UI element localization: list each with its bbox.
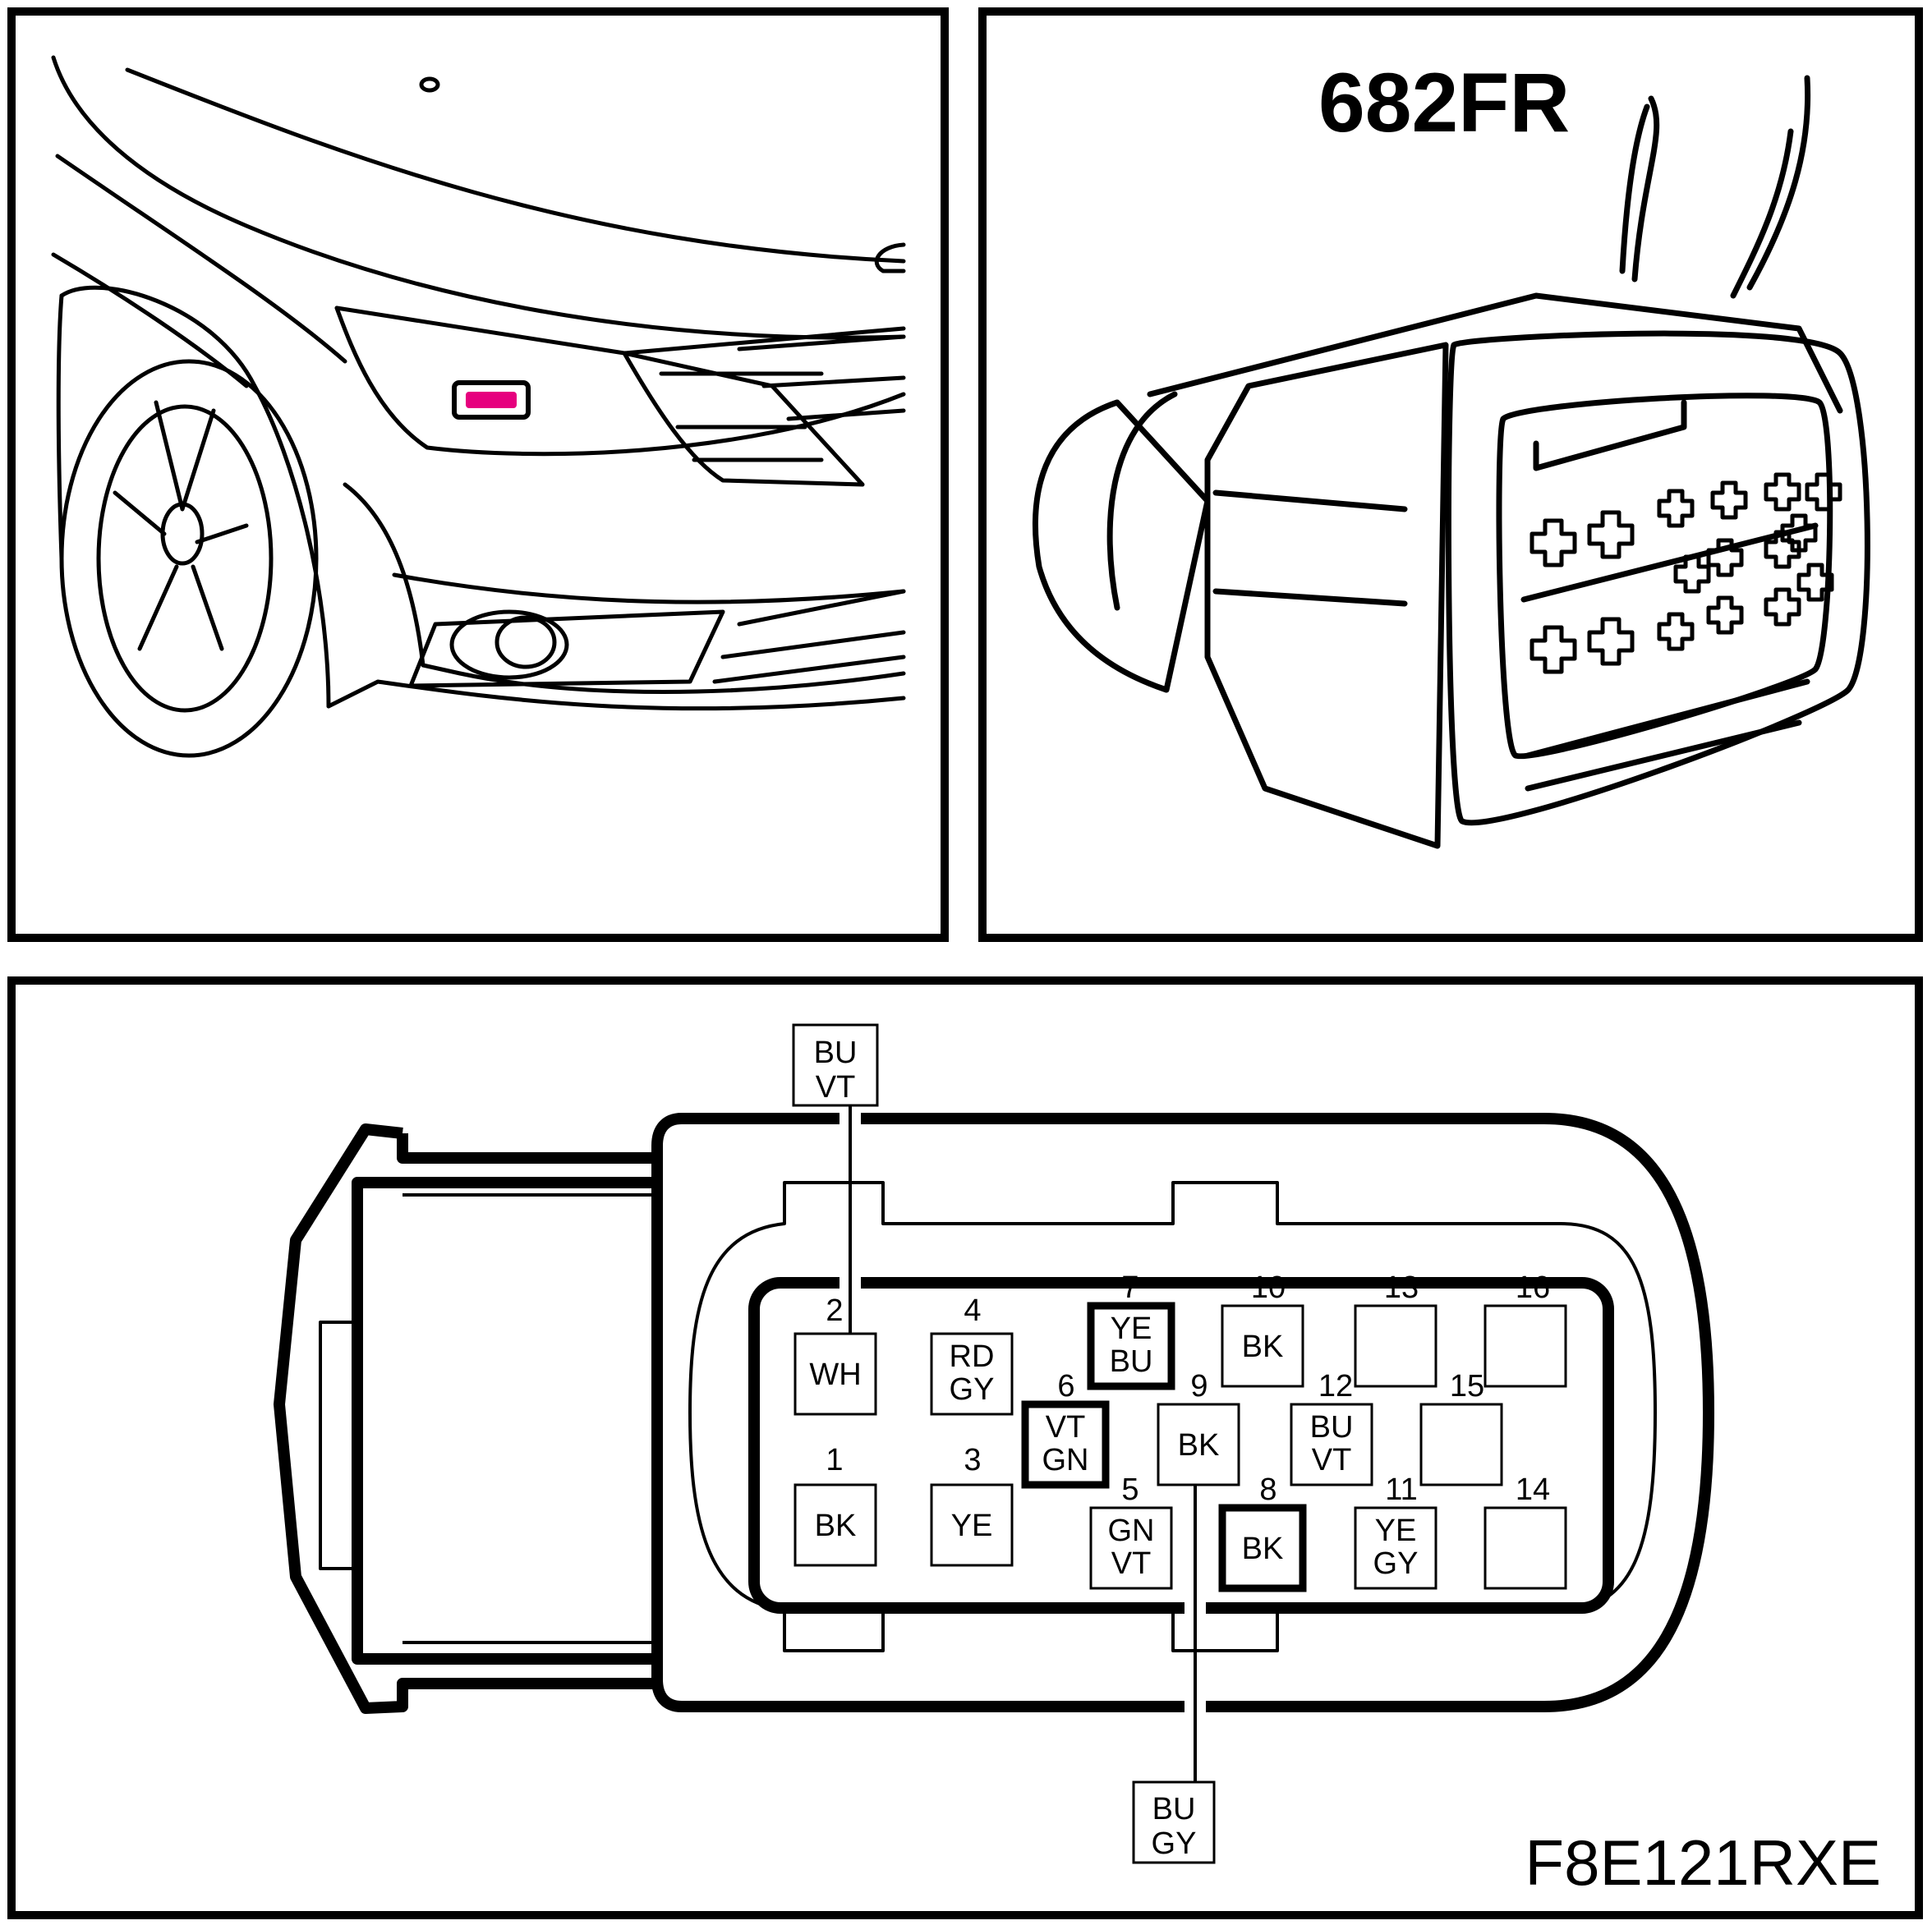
callout-top-line2: VT xyxy=(816,1070,856,1105)
vehicle-location-panel xyxy=(7,7,949,942)
pin-number: 14 xyxy=(1516,1472,1550,1507)
pin-number: 13 xyxy=(1384,1270,1419,1305)
pin-number: 7 xyxy=(1121,1270,1138,1305)
pin-wire-color: WH xyxy=(809,1358,861,1392)
pin-2: 2WH xyxy=(794,1293,877,1416)
pin-wire-color: VT xyxy=(1111,1546,1152,1581)
connector-view-panel: 682FR xyxy=(978,7,1923,942)
pinout-panel: BU VT BU GY 1BK2WH3YE4RDGY5GNVT6VTGN7YEB… xyxy=(7,976,1923,1919)
callout-top: BU VT xyxy=(792,1023,879,1107)
pin-wire-color: VT xyxy=(1312,1443,1352,1477)
figure-code: F8E121RXE xyxy=(1525,1826,1881,1899)
pin-cavity-box xyxy=(1354,1304,1438,1388)
callout-bottom-line2: GY xyxy=(1152,1826,1197,1861)
pin-number: 2 xyxy=(826,1293,843,1328)
pin-cavity-box xyxy=(1089,1506,1173,1590)
pin-wire-color: GY xyxy=(950,1372,995,1407)
pin-cavity-box xyxy=(1157,1403,1240,1486)
pin-number: 10 xyxy=(1251,1270,1286,1305)
pin-cavity-box xyxy=(930,1483,1014,1567)
pin-number: 12 xyxy=(1318,1369,1353,1404)
pin-cavity-box xyxy=(1290,1403,1373,1486)
pin-wire-color: VT xyxy=(1046,1410,1086,1445)
pin-cavity-box xyxy=(1087,1302,1175,1390)
pin-number: 16 xyxy=(1516,1270,1550,1305)
pin-wire-color: YE xyxy=(1375,1514,1417,1548)
pin-wire-color: GY xyxy=(1373,1546,1419,1581)
terminal-cavities xyxy=(1530,472,1842,674)
pin-cavity-box xyxy=(1218,1504,1307,1592)
pin-wire-color: BU xyxy=(1310,1410,1354,1445)
pin-wire-color: BU xyxy=(1110,1344,1153,1379)
pin-16: 16 xyxy=(1484,1270,1567,1388)
pin-number: 1 xyxy=(826,1443,843,1477)
pin-wire-color: YE xyxy=(951,1509,993,1543)
pin-number: 4 xyxy=(964,1293,981,1328)
pin-3: 3YE xyxy=(930,1443,1014,1567)
pin-cavity-box xyxy=(1221,1304,1304,1388)
pin-cavity-box xyxy=(794,1483,877,1567)
pin-wire-color: BK xyxy=(1242,1330,1284,1364)
pin-wire-color: BK xyxy=(1242,1532,1284,1566)
pin-number: 9 xyxy=(1190,1369,1208,1404)
connector-highlight xyxy=(466,392,517,408)
pin-cavity-box xyxy=(1354,1506,1438,1590)
pin-15: 15 xyxy=(1419,1369,1503,1486)
callout-bottom: BU GY xyxy=(1132,1780,1216,1864)
pin-14: 14 xyxy=(1484,1472,1567,1590)
connector-id: 682FR xyxy=(1318,56,1570,149)
pin-number: 11 xyxy=(1385,1472,1417,1507)
pin-8: 8BK xyxy=(1218,1472,1307,1592)
pin-wire-color: GN xyxy=(1108,1514,1155,1548)
pin-number: 6 xyxy=(1057,1369,1074,1404)
pin-cavity-box xyxy=(1021,1400,1110,1489)
pin-number: 5 xyxy=(1121,1472,1138,1507)
pin-cavity-box xyxy=(930,1332,1014,1416)
pin-cavity-box xyxy=(794,1332,877,1416)
pin-9: 9BK xyxy=(1157,1369,1240,1486)
pin-1: 1BK xyxy=(794,1443,877,1567)
pin-wire-color: BK xyxy=(815,1509,857,1543)
callout-top-line1: BU xyxy=(814,1036,858,1070)
pin-wire-color: RD xyxy=(950,1339,995,1374)
pin-cavity-box xyxy=(1484,1506,1567,1590)
pin-number: 3 xyxy=(964,1443,981,1477)
pin-cavity-box xyxy=(1419,1403,1503,1486)
pin-number: 15 xyxy=(1450,1369,1484,1404)
pin-wire-color: BK xyxy=(1178,1428,1220,1463)
pin-cavities: 1BK2WH3YE4RDGY5GNVT6VTGN7YEBU8BK9BK10BK1… xyxy=(794,1270,1567,1592)
pin-wire-color: YE xyxy=(1111,1312,1152,1346)
pin-cavity-box xyxy=(1484,1304,1567,1388)
pin-wire-color: GN xyxy=(1042,1443,1089,1477)
pin-number: 8 xyxy=(1259,1472,1276,1507)
callout-bottom-line1: BU xyxy=(1152,1792,1196,1826)
pin-13: 13 xyxy=(1354,1270,1438,1388)
